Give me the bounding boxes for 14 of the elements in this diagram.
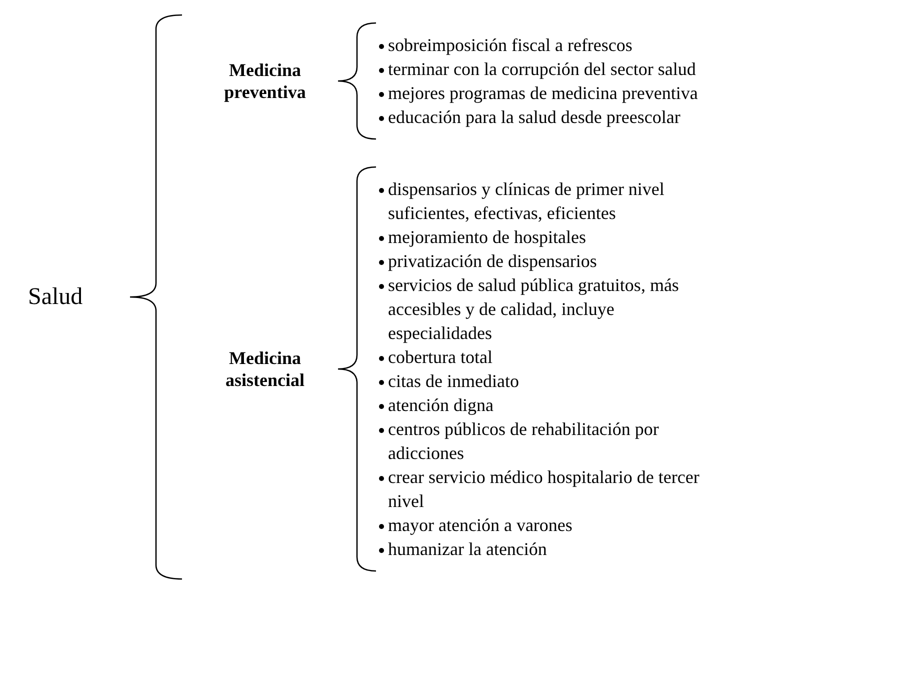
root-heading: Salud [28,283,83,311]
list-item: mejoramiento de hospitales [388,226,586,249]
list-item: mayor atención a varones [388,514,572,537]
list-item: cobertura total [388,346,492,369]
category-heading: Medicina preventiva [223,59,307,103]
list-item: terminar con la corrupción del sector salud [388,58,696,81]
list-item: educación para la salud desde preescolar [388,106,680,129]
list-item: atención digna [388,394,494,417]
list-item: privatización de dispensarios [388,250,597,273]
category-heading: Medicina asistencial [224,347,306,391]
list-item: humanizar la atención [388,538,547,561]
list-item: sobreimposición fiscal a refrescos [388,34,632,57]
list-item: citas de inmediato [388,370,519,393]
list-item: mejores programas de medicina preventiva [388,82,698,105]
